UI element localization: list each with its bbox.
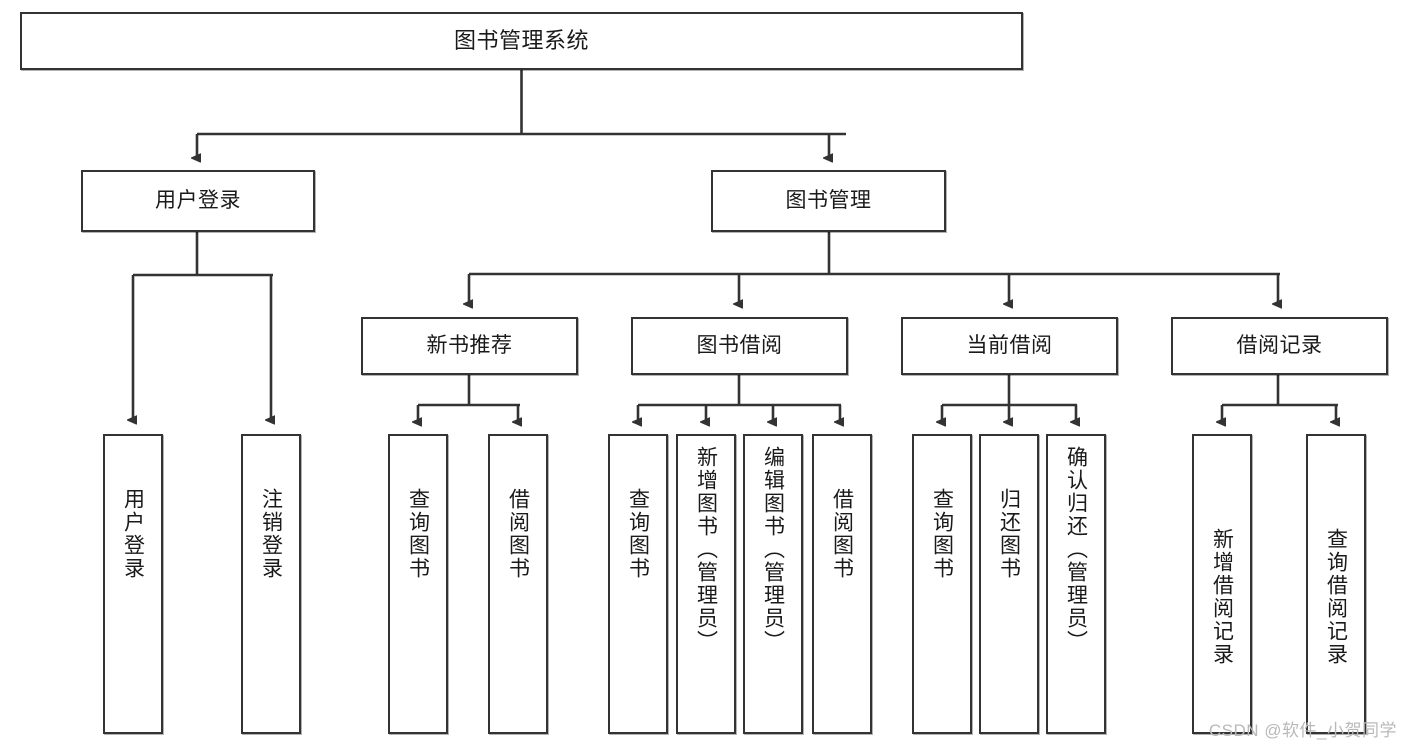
node-label: 查询图书 (406, 488, 430, 580)
node-label: 查询图书 (930, 488, 954, 580)
node-label: 注销登录 (259, 488, 283, 580)
node-label: 查询图书 (626, 488, 650, 580)
node-leaf-logout-login[interactable]: 注销登录 (241, 434, 301, 734)
node-leaf-query-book-3[interactable]: 查询图书 (912, 434, 972, 734)
node-label: 确认归还（管理员） (1064, 446, 1088, 653)
node-leaf-edit-book-admin[interactable]: 编辑图书（管理员） (743, 434, 803, 734)
node-label: 借阅记录 (1236, 333, 1323, 357)
node-leaf-query-book-2[interactable]: 查询图书 (608, 434, 668, 734)
node-label: 图书管理系统 (453, 28, 589, 54)
node-leaf-borrow-book-1[interactable]: 借阅图书 (488, 434, 548, 734)
node-new-book-recommend[interactable]: 新书推荐 (361, 317, 578, 375)
node-leaf-return-book[interactable]: 归还图书 (979, 434, 1039, 734)
node-user-login[interactable]: 用户登录 (81, 170, 315, 232)
node-borrow-record[interactable]: 借阅记录 (1171, 317, 1388, 375)
node-label: 新书推荐 (426, 333, 513, 357)
node-label: 新增借阅记录 (1210, 528, 1234, 666)
node-label: 用户登录 (121, 488, 145, 580)
node-label: 借阅图书 (506, 488, 530, 580)
node-root-book-management-system[interactable]: 图书管理系统 (20, 12, 1023, 70)
node-label: 图书管理 (785, 188, 872, 212)
node-leaf-query-borrow-record[interactable]: 查询借阅记录 (1306, 434, 1366, 734)
node-book-borrow[interactable]: 图书借阅 (631, 317, 848, 375)
node-label: 编辑图书（管理员） (761, 446, 785, 653)
node-label: 图书借阅 (696, 333, 783, 357)
node-leaf-query-book-1[interactable]: 查询图书 (388, 434, 448, 734)
node-leaf-user-login[interactable]: 用户登录 (103, 434, 163, 734)
node-leaf-add-book-admin[interactable]: 新增图书（管理员） (676, 434, 736, 734)
node-current-borrow[interactable]: 当前借阅 (901, 317, 1118, 375)
node-leaf-borrow-book-2[interactable]: 借阅图书 (812, 434, 872, 734)
node-leaf-confirm-return-admin[interactable]: 确认归还（管理员） (1046, 434, 1106, 734)
node-book-management[interactable]: 图书管理 (711, 170, 946, 232)
csdn-watermark: CSDN @软件_小贺同学 (1208, 721, 1397, 740)
node-label: 新增图书（管理员） (694, 446, 718, 653)
node-label: 用户登录 (155, 188, 241, 212)
node-label: 归还图书 (997, 488, 1021, 580)
node-label: 借阅图书 (830, 488, 854, 580)
node-label: 查询借阅记录 (1324, 528, 1348, 666)
node-label: 当前借阅 (966, 333, 1053, 357)
node-leaf-add-borrow-record[interactable]: 新增借阅记录 (1192, 434, 1252, 734)
